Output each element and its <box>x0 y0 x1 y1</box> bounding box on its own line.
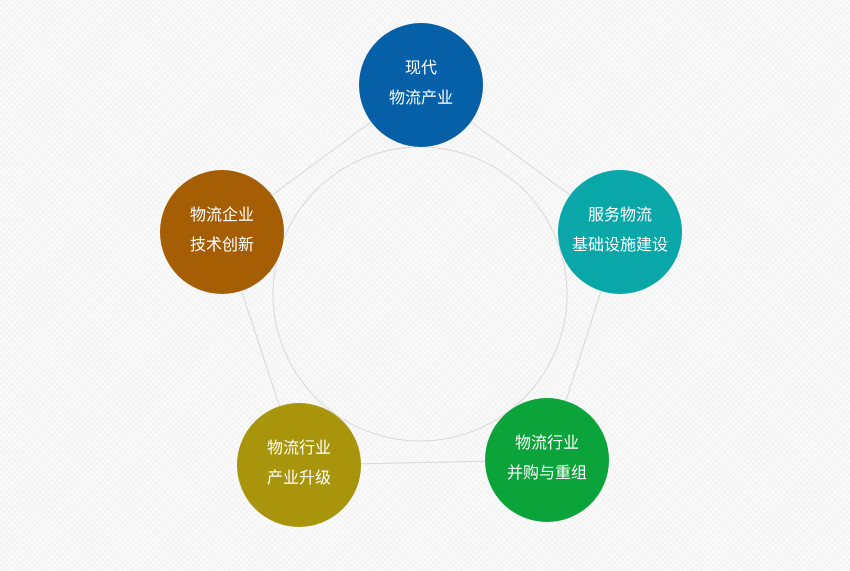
node-bottom-right-line2: 并购与重组 <box>506 463 587 482</box>
node-bottom-left-line1: 物流行业 <box>266 438 331 457</box>
node-industry-upgrade: 物流行业 产业升级 <box>237 403 361 527</box>
node-modern-logistics-industry: 现代 物流产业 <box>359 23 483 147</box>
node-right-line1: 服务物流 <box>587 205 652 224</box>
node-right-line2: 基础设施建设 <box>571 235 668 254</box>
node-top-line2: 物流产业 <box>388 88 453 107</box>
node-left-line2: 技术创新 <box>189 235 254 254</box>
node-mergers-and-reorganization: 物流行业 并购与重组 <box>485 398 609 522</box>
node-left-line1: 物流企业 <box>189 205 254 224</box>
node-enterprise-innovation: 物流企业 技术创新 <box>160 170 284 294</box>
node-bottom-left-line2: 产业升级 <box>266 468 331 487</box>
node-bottom-right-line1: 物流行业 <box>514 433 579 452</box>
node-top-line1: 现代 <box>404 58 437 77</box>
inner-ring <box>272 146 568 442</box>
node-logistics-infrastructure: 服务物流 基础设施建设 <box>558 170 682 294</box>
